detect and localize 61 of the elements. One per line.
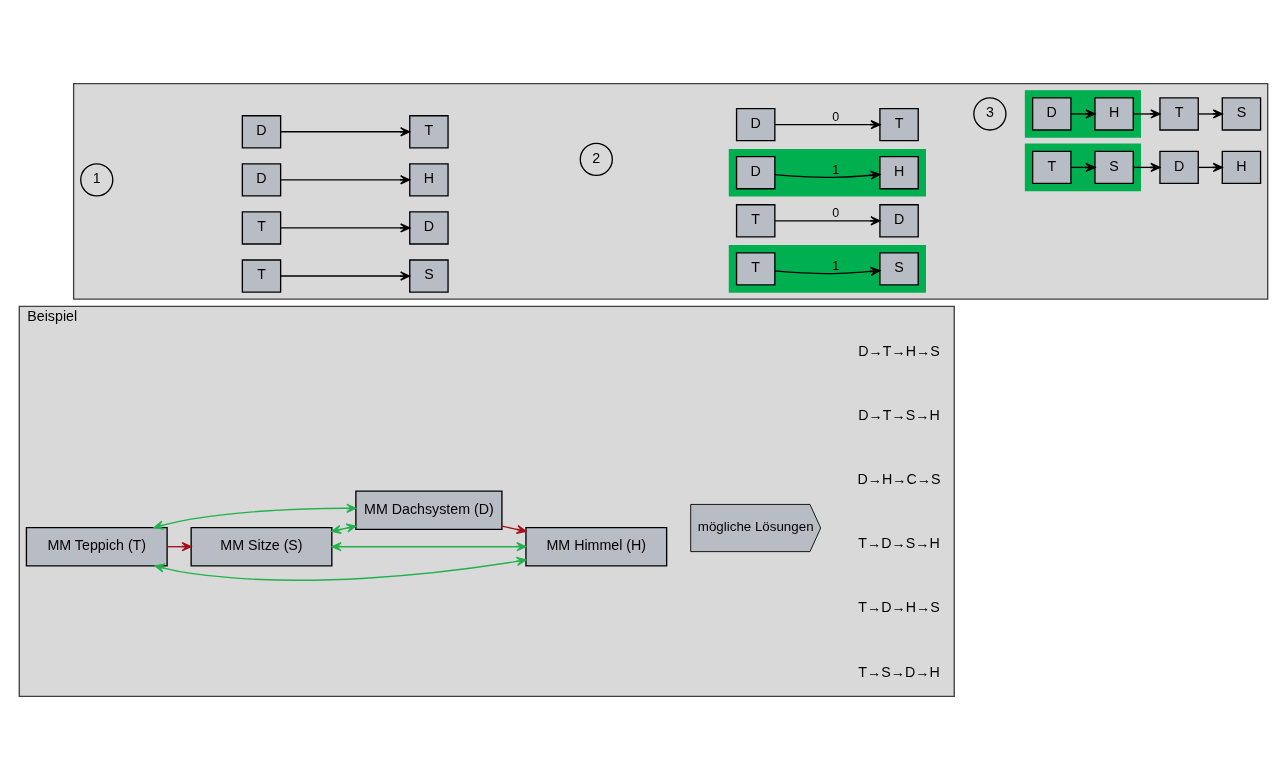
cluster	[728, 148, 926, 197]
edge-label: 1	[832, 258, 840, 273]
arrow	[774, 216, 881, 226]
edge-label: 0	[832, 110, 840, 125]
node-box: D	[1159, 150, 1199, 185]
node-box: H	[879, 156, 919, 190]
node-box: D	[1031, 97, 1072, 131]
cluster	[72, 83, 1269, 300]
node-box: MM Sitze (S)	[190, 526, 333, 567]
node-box: MM Dachsystem (D)	[355, 490, 503, 531]
label: T→S→D→H	[858, 663, 940, 680]
label: D→T→S→H	[858, 407, 940, 424]
node-box: S	[879, 252, 919, 286]
arrow	[1132, 109, 1161, 119]
arrow	[501, 524, 527, 535]
node-circle: 2	[579, 142, 613, 177]
arrow	[280, 223, 411, 233]
arrow	[280, 127, 411, 137]
node-box: MM Teppich (T)	[25, 526, 168, 567]
edge-label: 1	[832, 162, 840, 177]
label: D→H→C→S	[857, 471, 941, 488]
node-box: MM Himmel (H)	[525, 526, 668, 567]
node-box: T	[879, 107, 919, 142]
node-box: H	[1094, 97, 1134, 131]
node-box: S	[409, 259, 449, 293]
node-box: T	[1159, 97, 1199, 131]
node-circle: 1	[80, 163, 114, 197]
node-box: H	[1221, 150, 1262, 185]
node-box: T	[241, 211, 282, 245]
cluster	[1024, 143, 1142, 192]
edge-label: 0	[832, 206, 840, 221]
arrow	[1197, 109, 1223, 119]
node-box: D	[879, 204, 919, 238]
node-box: S	[1221, 97, 1262, 131]
node-box: T	[735, 204, 776, 238]
node-box: T	[241, 259, 282, 293]
label: T→D→S→H	[858, 535, 940, 552]
arrow	[1070, 109, 1096, 119]
node-box: T	[1031, 150, 1072, 185]
arrow	[280, 271, 411, 281]
node-box: T	[409, 115, 449, 149]
cluster	[728, 245, 926, 293]
label: D→T→H→S	[858, 342, 940, 359]
node-box: D	[735, 107, 776, 142]
arrow	[774, 170, 881, 180]
label: T→D→H→S	[858, 599, 940, 616]
node-box: D	[409, 211, 449, 245]
node-box: D	[241, 115, 282, 149]
node-box: T	[735, 252, 776, 286]
arrow	[154, 556, 527, 581]
node-box: H	[409, 163, 449, 197]
node-box: S	[1094, 150, 1134, 185]
arrow	[774, 266, 881, 277]
cluster	[1024, 90, 1142, 138]
arrow	[331, 542, 527, 552]
node-box: D	[735, 156, 776, 190]
arrow	[774, 119, 881, 130]
node-circle: 3	[973, 97, 1007, 131]
node-box: D	[241, 163, 282, 197]
arrow	[331, 523, 357, 535]
arrow	[280, 175, 411, 185]
